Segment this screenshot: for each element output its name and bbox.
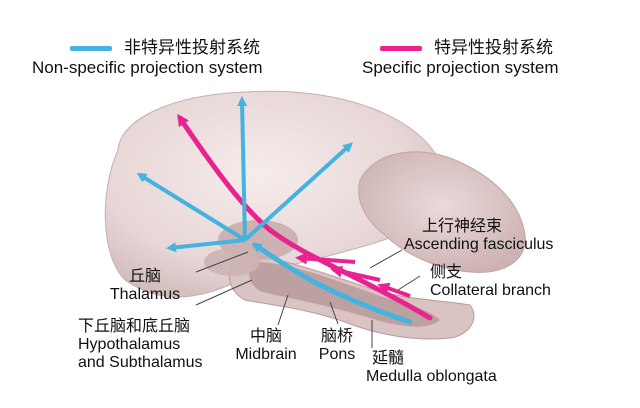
hypothalamus-en2: and Subthalamus	[78, 354, 203, 371]
pointer-pons	[329, 301, 339, 325]
nonspecific-zh: 非特异性投射系统	[124, 38, 260, 57]
medulla-en: Medulla oblongata	[366, 368, 497, 385]
pons-zh: 脑桥	[320, 328, 353, 345]
midbrain-label: 中脑 Midbrain	[226, 328, 306, 364]
midbrain-en: Midbrain	[235, 346, 297, 363]
pons-en: Pons	[318, 346, 356, 363]
specific-en: Specific projection system	[362, 58, 559, 77]
specific-collateral-1	[295, 252, 356, 265]
nonspecific-arrow-1	[237, 96, 248, 241]
hypothalamus-label: 下丘脑和底丘脑 Hypothalamus and Subthalamus	[78, 318, 203, 372]
thalamus-en: Thalamus	[109, 286, 181, 303]
cerebellum-shape	[358, 151, 526, 273]
legend-nonspecific: 非特异性投射系统 Non-specific projection system	[32, 38, 263, 78]
thalamus-label: 丘脑 Thalamus	[100, 268, 190, 304]
midbrain-zh: 中脑	[249, 328, 282, 345]
medulla-label: 延髓 Medulla oblongata	[366, 350, 497, 386]
collateral-label: 侧支 Collateral branch	[430, 264, 551, 300]
pointer-ascending	[369, 249, 403, 269]
nonspecific-swatch	[70, 46, 112, 52]
medulla-zh: 延髓	[372, 350, 405, 367]
nonspecific-en: Non-specific projection system	[32, 58, 263, 77]
ascending-en: Ascending fasciculus	[404, 236, 554, 253]
specific-collateral-3	[377, 282, 411, 298]
ascending-label: 上行神经束 Ascending fasciculus	[404, 218, 553, 254]
nonspecific-arrow-4	[166, 238, 246, 253]
pointer-midbrain	[277, 294, 289, 326]
pointer-hypothalamus	[195, 279, 253, 306]
specific-collateral-2	[330, 265, 381, 282]
nonspecific-main-path	[251, 242, 413, 325]
thalamus-zh: 丘脑	[128, 268, 161, 285]
pointer-thalamus	[195, 251, 249, 273]
collateral-en: Collateral branch	[430, 282, 551, 299]
hypothalamus-zh: 下丘脑和底丘脑	[78, 318, 191, 335]
pons-label: 脑桥 Pons	[312, 328, 362, 364]
nonspecific-arrow-2	[243, 142, 353, 242]
specific-zh: 特异性投射系统	[434, 38, 553, 57]
nonspecific-arrow-3	[136, 172, 247, 242]
pointer-collateral	[397, 275, 421, 291]
ascending-zh: 上行神经束	[422, 218, 503, 235]
collateral-zh: 侧支	[430, 264, 463, 281]
hypothalamus-en1: Hypothalamus	[78, 336, 181, 353]
specific-swatch	[380, 46, 422, 52]
hypothalamus-shape	[204, 248, 260, 276]
legend-specific: 特异性投射系统 Specific projection system	[362, 38, 559, 78]
